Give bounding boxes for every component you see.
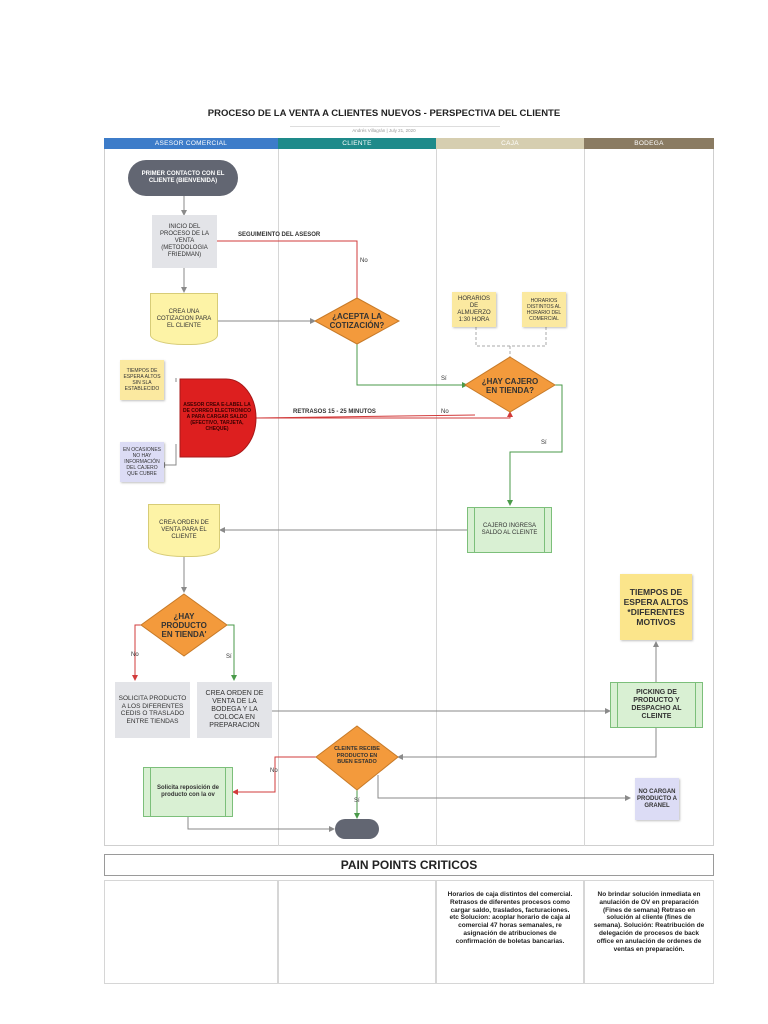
solicita-producto-box: SOLICITA PRODUCTO A LOS DIFERENTES CEDIS…: [115, 682, 190, 738]
solicita-reposicion-process: Solicita reposición de producto con la o…: [143, 767, 233, 817]
end-terminator: [335, 819, 379, 839]
page-subtitle: Andrés Villagrán | July 21, 2020: [352, 128, 416, 133]
start-terminator: PRIMER CONTACTO CON EL CLIENTE (BIENVENI…: [128, 160, 238, 196]
si-label: Sí: [541, 440, 547, 446]
tiempos-espera-note: TIEMPOS DE ESPERA ALTOS *DIFERENTES MOTI…: [620, 574, 692, 640]
no-label: No: [360, 258, 368, 264]
si-label: Sí: [354, 798, 360, 804]
cajero-ingresa-process: CAJERO INGRESA SALDO AL CLEINTE: [467, 507, 552, 553]
horarios-almuerzo-note: HORARIOS DE ALMUERZO 1:30 HORA: [452, 292, 496, 327]
seguimiento-label: SEGUIMEINTO DEL ASESOR: [238, 232, 321, 238]
crea-orden-bodega-box: CREA ORDEN DE VENTA DE LA BODEGA Y LA CO…: [197, 682, 272, 738]
retrasos-label: RETRASOS 15 - 25 MINUTOS: [293, 409, 376, 415]
page-title: PROCESO DE LA VENTA A CLIENTES NUEVOS - …: [207, 108, 561, 119]
hay-cajero-decision: ¿HAY CAJERO EN TIENDA?: [481, 377, 539, 395]
tiempos-espera-sla-note: TIEMPOS DE ESPERA ALTOS SIN SLA ESTABLEC…: [120, 360, 164, 400]
lane-header-bodega: BODEGA: [584, 138, 714, 149]
lane-header-asesor: ASESOR COMERCIAL: [104, 138, 278, 149]
pain-points-title: PAIN POINTS CRITICOS: [104, 854, 714, 876]
lane-header-caja: CAJA: [436, 138, 584, 149]
lane-divider: [436, 149, 437, 846]
lane-divider: [278, 149, 279, 846]
no-cargan-note: NO CARGAN PRODUCTO A GRANEL: [635, 778, 679, 820]
ocasiones-note: EN OCASIONES NO HAY INFORMACIÓN DEL CAJE…: [120, 442, 164, 482]
lane-divider: [584, 149, 585, 846]
subtitle-divider: [290, 126, 500, 127]
no-label: No: [441, 409, 449, 415]
cliente-recibe-decision: CLEINTE RECIBE PRODUCTO EN BUEN ESTADO: [334, 746, 380, 766]
no-label: No: [131, 652, 139, 658]
asesor-crea-shape: ASESOR CREA E-LABEL LA DE CORREO ELECTRO…: [182, 402, 252, 432]
cotizacion-document: CREA UNA COTIZACION PARA EL CLIENTE: [150, 293, 218, 345]
pain-box-asesor: [104, 880, 278, 984]
pain-box-caja: Horarios de caja distintos del comercial…: [436, 880, 584, 984]
inicio-proceso-box: INICIO DEL PROCESO DE LA VENTA (METODOLO…: [152, 215, 217, 268]
picking-process: PICKING DE PRODUCTO Y DESPACHO AL CLEINT…: [610, 682, 703, 728]
si-label: Sí: [226, 654, 232, 660]
lane-header-cliente: CLIENTE: [278, 138, 436, 149]
no-label: No: [270, 768, 278, 774]
pain-box-bodega: No brindar solución inmediata en anulaci…: [584, 880, 714, 984]
acepta-cotizacion-decision: ¿ACEPTA LA COTIZACIÓN?: [329, 312, 385, 330]
horarios-distintos-note: HORARIOS DISTINTOS AL HORARIO DEL COMERC…: [522, 292, 566, 327]
pain-box-cliente: [278, 880, 436, 984]
orden-venta-document: CREA ORDEN DE VENTA PARA EL CLIENTE: [148, 504, 220, 557]
hay-producto-decision: ¿HAY PRODUCTO EN TIENDA': [161, 611, 207, 639]
si-label: Sí: [441, 376, 447, 382]
